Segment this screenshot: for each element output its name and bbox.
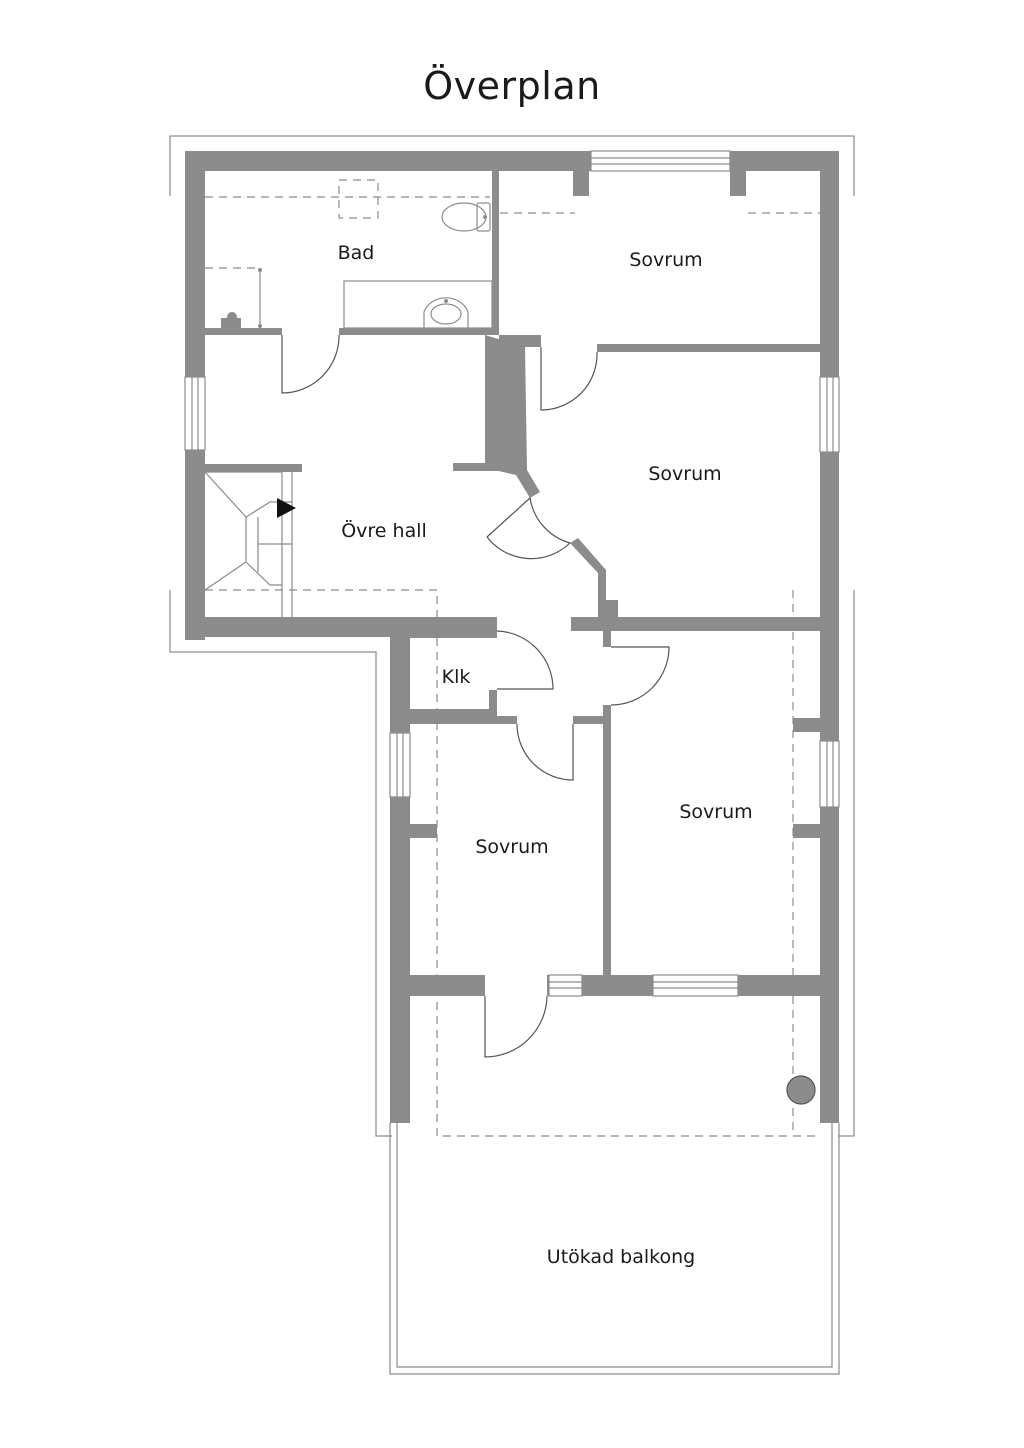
room-label-sovrum-right: Sovrum	[648, 463, 721, 485]
windows	[184, 150, 840, 997]
room-label-sovrum-lower-left: Sovrum	[475, 836, 548, 858]
stair-arrow-icon	[277, 498, 296, 518]
outer-outline	[169, 135, 855, 1137]
shower-icon	[221, 268, 262, 328]
balcony	[389, 1123, 840, 1375]
room-label-klk: Klk	[442, 666, 471, 688]
drain-pipe-icon	[786, 1075, 816, 1105]
room-label-bad: Bad	[338, 242, 375, 264]
walls	[185, 151, 839, 1123]
room-label-sovrum-lower-right: Sovrum	[679, 801, 752, 823]
plan-title: Överplan	[423, 64, 601, 108]
dashed-lines	[205, 179, 820, 1137]
toilet-icon	[441, 202, 491, 232]
doors	[281, 334, 670, 1058]
sink-icon	[343, 280, 493, 329]
room-label-sovrum-top: Sovrum	[629, 249, 702, 271]
staircase	[204, 471, 293, 617]
room-label-ovre-hall: Övre hall	[341, 519, 427, 542]
room-label-balkong: Utökad balkong	[547, 1246, 695, 1268]
